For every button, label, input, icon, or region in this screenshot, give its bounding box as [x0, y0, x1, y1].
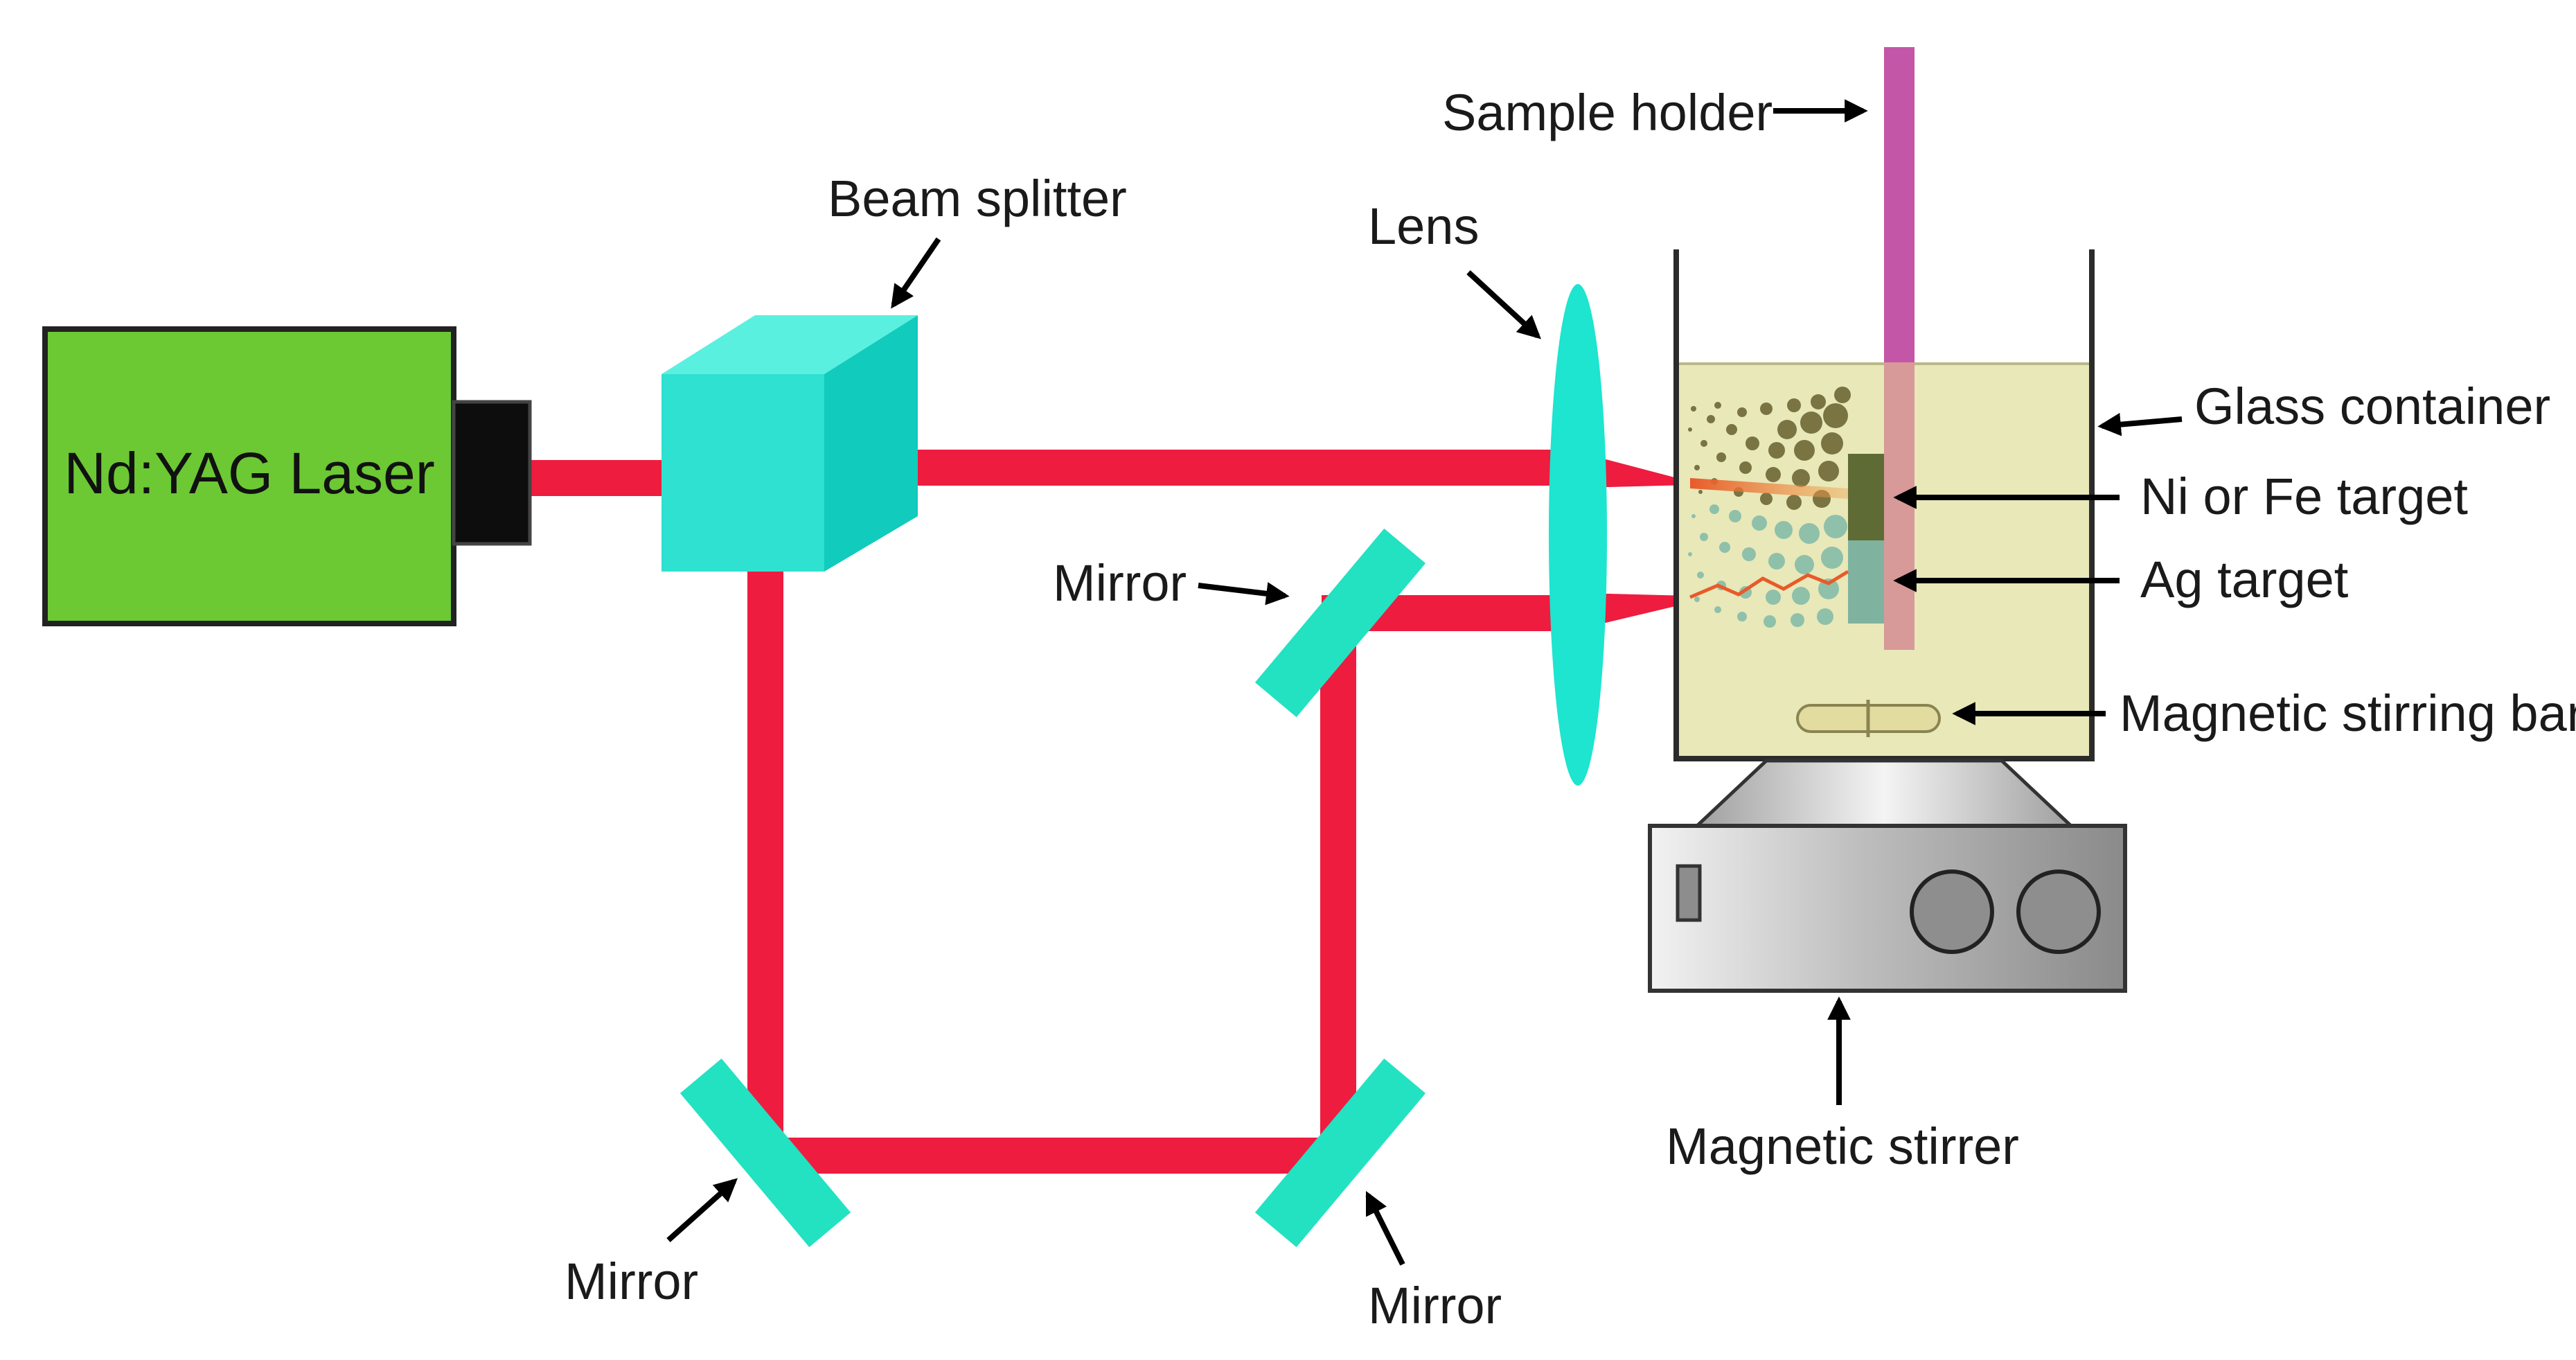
ni-fe-target [1848, 454, 1884, 540]
magnetic-stirrer [1648, 759, 2127, 993]
lens [1549, 284, 1607, 786]
ag-target [1848, 540, 1884, 624]
ni-fe-particle-cloud [1688, 387, 1851, 510]
arrow-glass-container [2097, 412, 2183, 436]
laser-label: Nd:YAG Laser [64, 441, 434, 506]
label-beam-splitter: Beam splitter [828, 170, 1127, 227]
stirrer-knob-right [2016, 869, 2101, 954]
label-magnetic-stirrer: Magnetic stirrer [1666, 1118, 2019, 1175]
laser-body [42, 326, 456, 626]
sample-holder [1884, 47, 1915, 362]
label-ag-target: Ag target [2140, 551, 2349, 608]
mirror-lower-left [679, 1058, 851, 1248]
arrow-beam-splitter [891, 237, 941, 309]
splitter-top-face [661, 315, 918, 374]
callout-arrows [666, 99, 2183, 1266]
label-mirror-upper: Mirror [1053, 554, 1187, 612]
sample-holder-submerged [1884, 362, 1915, 650]
mirror-upper [1254, 528, 1426, 718]
arrow-mirror-lower-right [1365, 1190, 1405, 1266]
splitter-side-face [824, 315, 918, 572]
ag-particle-cloud [1688, 504, 1847, 628]
arrow-mirror-upper [1198, 582, 1290, 606]
label-lens: Lens [1368, 197, 1479, 255]
splitter-front-face [661, 374, 824, 572]
beam-splitter [661, 315, 918, 572]
label-stirring-bar: Magnetic stirring bar [2120, 685, 2576, 742]
stirrer-switch [1676, 864, 1702, 922]
arrow-mirror-lower-left [666, 1178, 738, 1242]
label-mirror-lower-right: Mirror [1368, 1277, 1502, 1334]
glass-container [1673, 47, 2095, 761]
label-sample-holder: Sample holder [1442, 84, 1773, 141]
label-glass-container: Glass container [2194, 378, 2550, 435]
mirror-lower-right [1254, 1058, 1426, 1248]
label-mirror-lower-left: Mirror [565, 1253, 698, 1310]
labels: Beam splitter Lens Sample holder Glass c… [565, 84, 2576, 1334]
container-walls [1673, 249, 2095, 761]
laser-nozzle [452, 400, 532, 546]
stirrer-knob-left [1910, 869, 1994, 954]
plume-upper [1690, 478, 1848, 499]
label-ni-fe-target: Ni or Fe target [2140, 468, 2468, 525]
nd-yag-laser: Nd:YAG Laser [42, 326, 532, 626]
stirrer-top [1692, 759, 2076, 828]
plume-lower [1689, 569, 1849, 599]
arrow-lens [1466, 270, 1541, 339]
